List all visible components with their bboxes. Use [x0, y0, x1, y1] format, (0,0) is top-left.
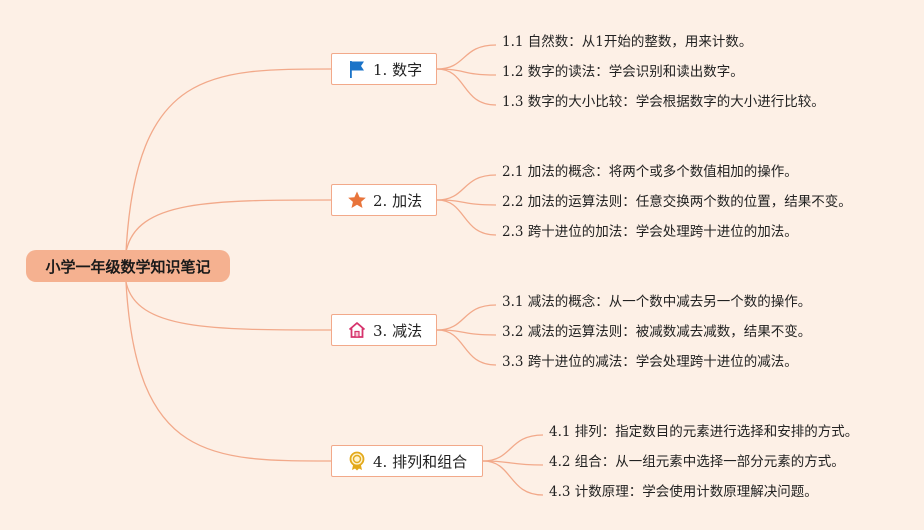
branch-to-leaf-connector	[436, 199, 497, 236]
leaf-note[interactable]: 4.1 排列：指定数目的元素进行选择和安排的方式。	[549, 424, 859, 440]
leaf-note[interactable]: 1.3 数字的大小比较：学会根据数字的大小进行比较。	[502, 94, 825, 110]
root-node[interactable]: 小学一年级数学知识笔记	[26, 250, 230, 282]
award-icon	[347, 451, 367, 471]
root-to-branch-connector	[125, 281, 332, 331]
branch-to-leaf-connector	[436, 44, 497, 70]
leaf-note[interactable]: 4.2 组合：从一组元素中选择一部分元素的方式。	[549, 454, 845, 470]
branch-node-addition[interactable]: 2. 加法	[331, 184, 437, 216]
leaf-note[interactable]: 1.2 数字的读法：学会识别和读出数字。	[502, 64, 744, 80]
branch-to-leaf-connector	[482, 460, 544, 466]
branch-node-permutation-combination[interactable]: 4. 排列和组合	[331, 445, 483, 477]
branch-to-leaf-connector	[436, 329, 497, 336]
leaf-note[interactable]: 1.1 自然数：从1开始的整数，用来计数。	[502, 34, 753, 50]
root-to-branch-connector	[125, 68, 332, 253]
branch-to-leaf-connector	[436, 199, 497, 206]
branch-label: 2. 加法	[373, 191, 423, 210]
leaf-note[interactable]: 3.3 跨十进位的减法：学会处理跨十进位的减法。	[502, 354, 798, 370]
branch-to-leaf-connector	[436, 329, 497, 366]
branch-node-numbers[interactable]: 1. 数字	[331, 53, 437, 85]
leaf-note[interactable]: 2.3 跨十进位的加法：学会处理跨十进位的加法。	[502, 224, 798, 240]
branch-to-leaf-connector	[482, 460, 544, 496]
branch-label: 1. 数字	[373, 60, 423, 79]
leaf-note[interactable]: 2.2 加法的运算法则：任意交换两个数的位置，结果不变。	[502, 194, 852, 210]
leaf-note[interactable]: 4.3 计数原理：学会使用计数原理解决问题。	[549, 484, 818, 500]
branch-label: 4. 排列和组合	[373, 452, 468, 471]
leaf-note[interactable]: 3.1 减法的概念：从一个数中减去另一个数的操作。	[502, 294, 812, 310]
root-label: 小学一年级数学知识笔记	[45, 257, 211, 276]
branch-to-leaf-connector	[436, 68, 497, 106]
leaf-note[interactable]: 2.1 加法的概念：将两个或多个数值相加的操作。	[502, 164, 798, 180]
leaf-note[interactable]: 3.2 减法的运算法则：被减数减去减数，结果不变。	[502, 324, 812, 340]
root-to-branch-connector	[125, 199, 332, 253]
home-icon	[347, 320, 367, 340]
root-to-branch-connector	[125, 281, 332, 462]
branch-to-leaf-connector	[436, 304, 497, 331]
branch-node-subtraction[interactable]: 3. 减法	[331, 314, 437, 346]
branch-to-leaf-connector	[436, 68, 497, 76]
flag-icon	[347, 59, 367, 79]
branch-to-leaf-connector	[482, 434, 544, 462]
star-icon	[347, 190, 367, 210]
branch-to-leaf-connector	[436, 174, 497, 201]
branch-label: 3. 减法	[373, 321, 423, 340]
